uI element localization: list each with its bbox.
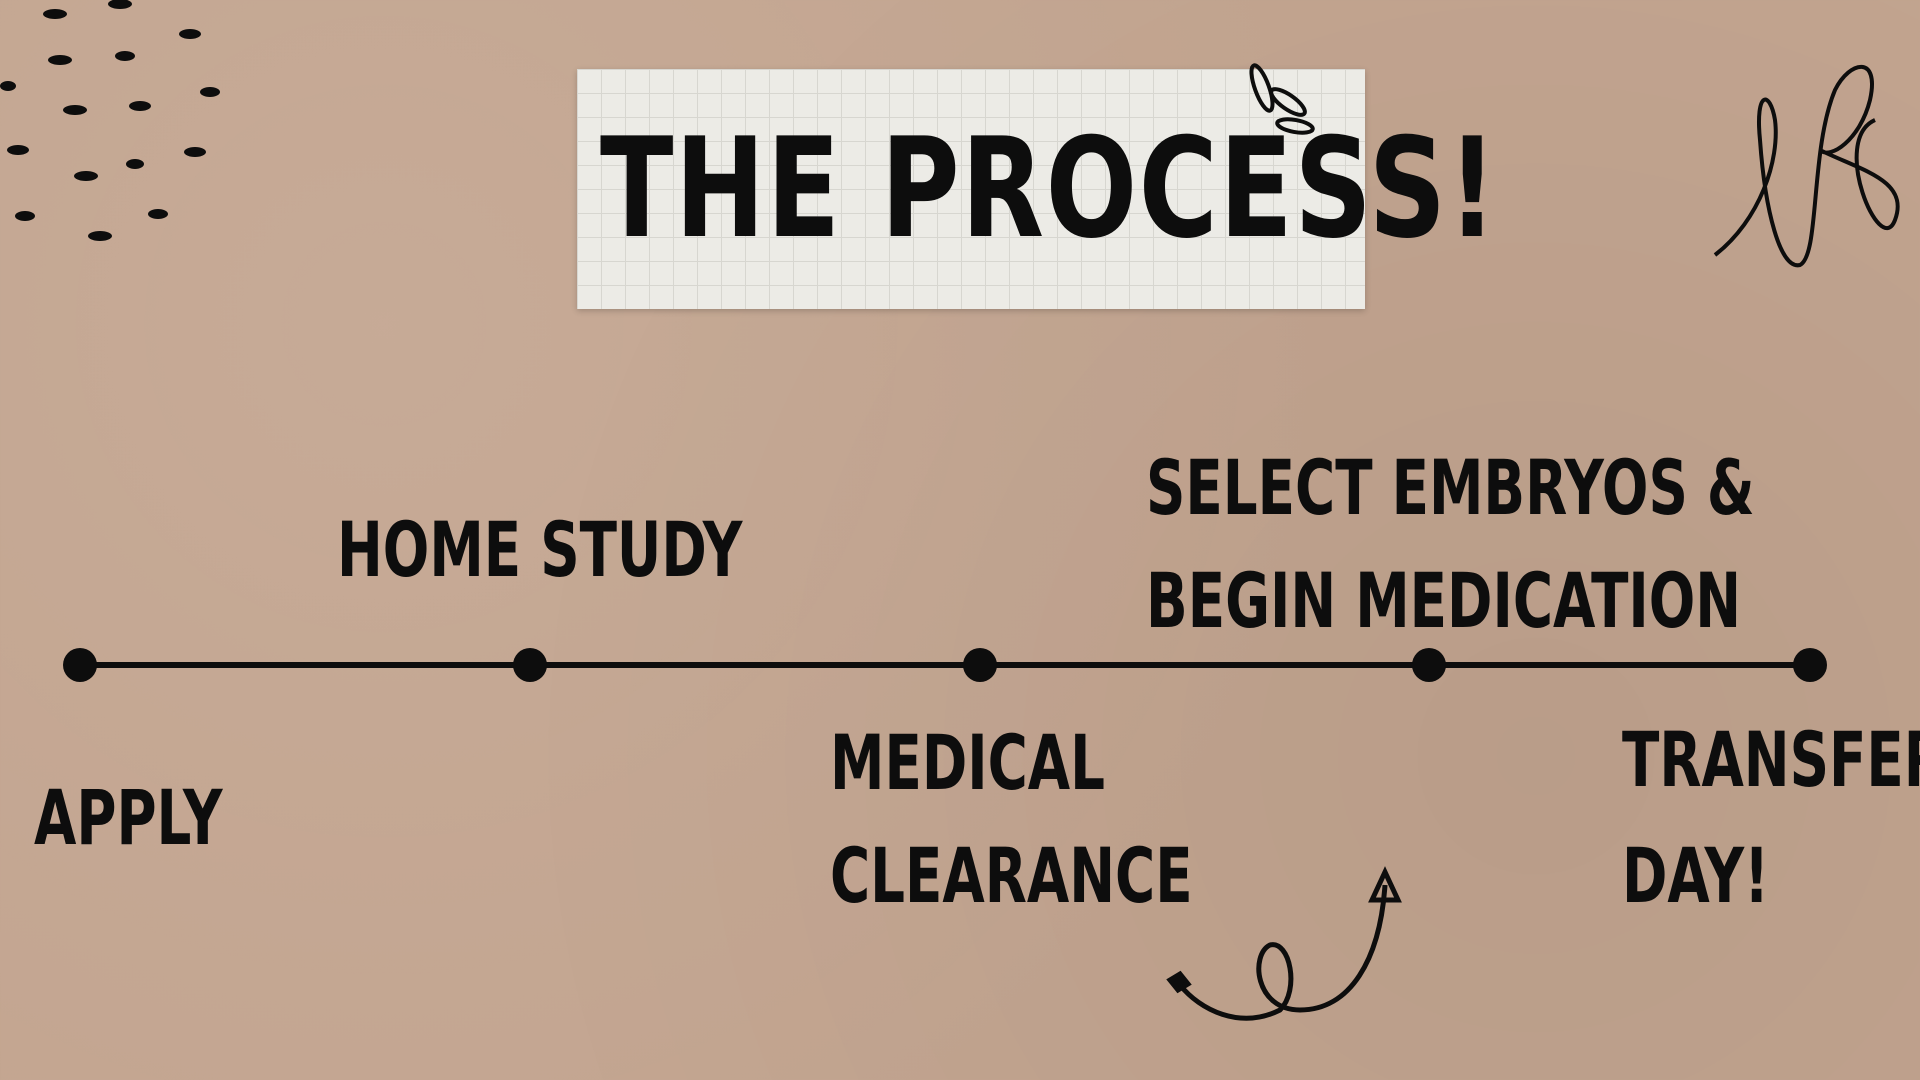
loop-doodle-icon — [1713, 64, 1900, 268]
step-embryos-label-line2: BEGIN MEDICATION — [1146, 556, 1742, 645]
timeline — [63, 648, 1827, 682]
timeline-dot-apply — [63, 648, 97, 682]
curly-arrow-icon — [1166, 866, 1402, 1021]
grid-paper-note — [577, 69, 1365, 309]
step-embryos-label-line1: SELECT EMBRYOS & — [1146, 443, 1755, 532]
step-apply-label: APPLY — [34, 773, 223, 862]
sparkle-doodle-icon — [1249, 63, 1315, 135]
timeline-dot-select-embryos — [1412, 648, 1446, 682]
dots-pattern-icon — [0, 0, 220, 241]
step-home-study-label: HOME STUDY — [337, 505, 743, 594]
timeline-dot-medical-clearance — [963, 648, 997, 682]
step-transfer-label-line2: DAY! — [1622, 831, 1770, 920]
timeline-dot-transfer-day — [1793, 648, 1827, 682]
step-medical-label-line2: CLEARANCE — [830, 831, 1193, 920]
step-medical-label-line1: MEDICAL — [830, 718, 1105, 807]
step-transfer-label-line1: TRANSFER — [1622, 715, 1920, 804]
timeline-dot-home-study — [513, 648, 547, 682]
